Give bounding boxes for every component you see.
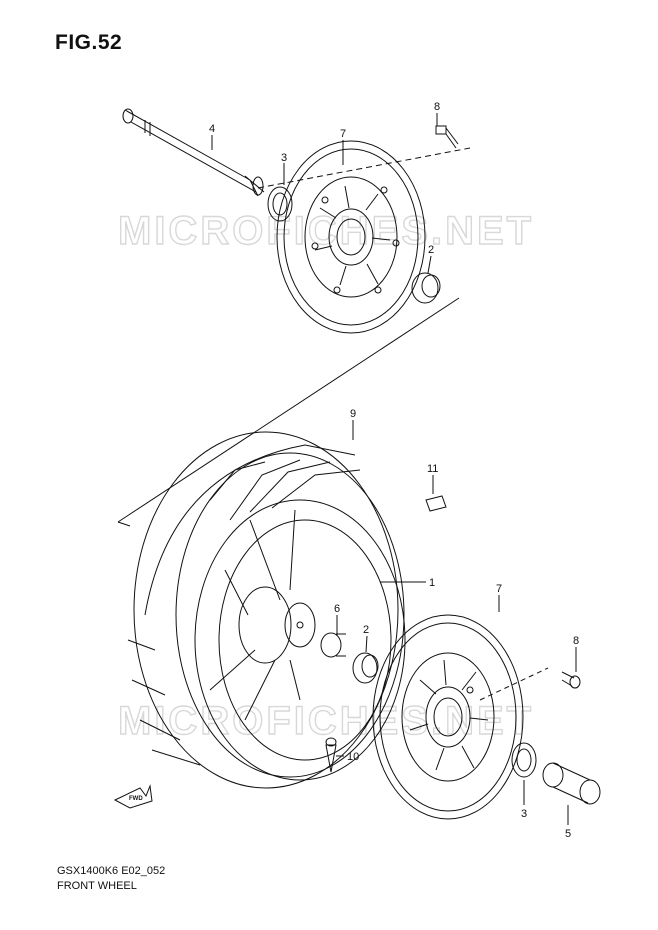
bearing-bottom	[352, 652, 379, 684]
disc-bolt-top	[435, 125, 459, 149]
callout-7-bottom: 7	[496, 583, 502, 595]
wheel-rim	[194, 499, 426, 781]
callout-2-top: 2	[428, 244, 434, 256]
figure-title: FIG.52	[55, 31, 123, 54]
tire-valve	[325, 737, 337, 773]
callout-9: 9	[350, 408, 356, 420]
callout-10: 10	[347, 751, 359, 763]
svg-text:FWD: FWD	[129, 796, 143, 802]
callout-3-bottom: 3	[521, 808, 527, 820]
watermark-top: MICROFICHES.NET	[118, 209, 534, 253]
disc-bolt-bottom	[561, 671, 581, 689]
callout-1: 1	[429, 577, 435, 589]
front-axle	[122, 108, 265, 197]
callout-6: 6	[334, 603, 340, 615]
callout-5: 5	[565, 828, 571, 840]
callout-4: 4	[209, 123, 215, 135]
bearing-top	[411, 272, 441, 304]
callout-3-top: 3	[281, 152, 287, 164]
dust-seal-bottom	[511, 742, 537, 778]
dust-seal-top	[267, 186, 293, 222]
callout-8-top: 8	[434, 101, 440, 113]
callout-11: 11	[427, 463, 438, 475]
callout-2-bottom: 2	[363, 624, 369, 636]
callout-7-top: 7	[340, 128, 346, 140]
balance-weight	[425, 495, 447, 512]
spacer-tube	[320, 632, 346, 658]
callout-8-bottom: 8	[573, 635, 579, 647]
part-group-name: FRONT WHEEL	[57, 880, 137, 892]
brake-disc-top	[276, 140, 426, 334]
model-code: GSX1400K6 E02_052	[57, 865, 166, 877]
tire	[127, 431, 405, 789]
axle-collar	[542, 762, 601, 805]
brake-disc-bottom	[372, 614, 549, 820]
watermark-bottom: MICROFICHES.NET	[118, 699, 534, 743]
fwd-direction-badge: FWD	[113, 784, 153, 809]
